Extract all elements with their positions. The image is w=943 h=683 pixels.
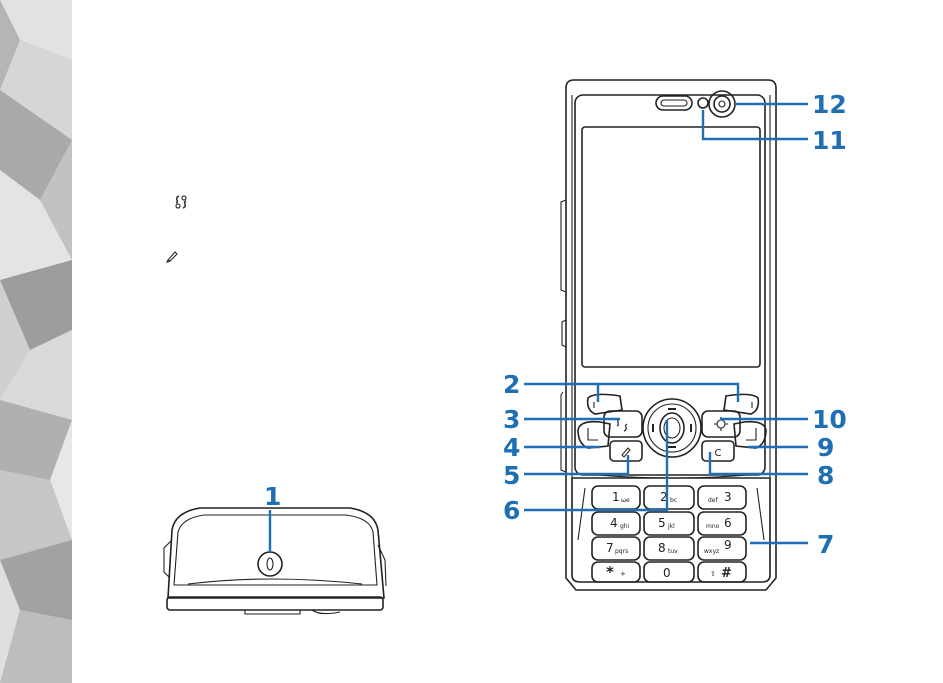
key-2-sub: bc <box>670 497 677 504</box>
key-4-sub: ghi <box>620 523 630 530</box>
key-7: 7 <box>606 541 614 555</box>
callout-11: 11 <box>812 126 847 155</box>
key-star: * <box>606 563 614 581</box>
key-0: 0 <box>663 566 671 580</box>
display <box>582 127 760 367</box>
phone-front-view: C <box>561 80 776 590</box>
callout-10: 10 <box>812 405 847 434</box>
key-8-sub: tuv <box>668 548 678 555</box>
callout-6: 6 <box>503 496 520 525</box>
phone-top-view <box>164 508 386 614</box>
clear-key-label: C <box>715 448 722 459</box>
key-6-sub: mno <box>706 523 720 530</box>
key-5: 5 <box>658 516 666 530</box>
key-9-sub: wxyz <box>704 548 719 555</box>
key-star-sub: + <box>620 570 626 578</box>
key-9: 9 <box>724 538 732 552</box>
key-7-sub: pqrs <box>615 548 628 555</box>
key-1-sub: ωe <box>621 497 630 504</box>
navi-key-ring <box>643 399 701 457</box>
callout-3: 3 <box>503 405 520 434</box>
callout-7: 7 <box>817 530 834 559</box>
key-hash: # <box>721 566 732 581</box>
key-1: 1 <box>612 490 620 504</box>
key-3-sub: def <box>708 497 719 504</box>
key-hash-sub: ⇧ <box>710 570 716 578</box>
callout-12: 12 <box>812 90 847 119</box>
callout-8: 8 <box>817 461 834 490</box>
power-key <box>258 552 282 576</box>
key-3: 3 <box>724 490 732 504</box>
callout-1: 1 <box>264 482 281 511</box>
callout-5: 5 <box>503 461 520 490</box>
key-5-sub: jkl <box>667 523 675 530</box>
callout-9: 9 <box>817 433 834 462</box>
callout-4: 4 <box>503 433 520 462</box>
callout-2: 2 <box>503 370 520 399</box>
key-8: 8 <box>658 541 666 555</box>
key-6: 6 <box>724 516 732 530</box>
key-4: 4 <box>610 516 618 530</box>
leader-lines <box>270 104 808 552</box>
